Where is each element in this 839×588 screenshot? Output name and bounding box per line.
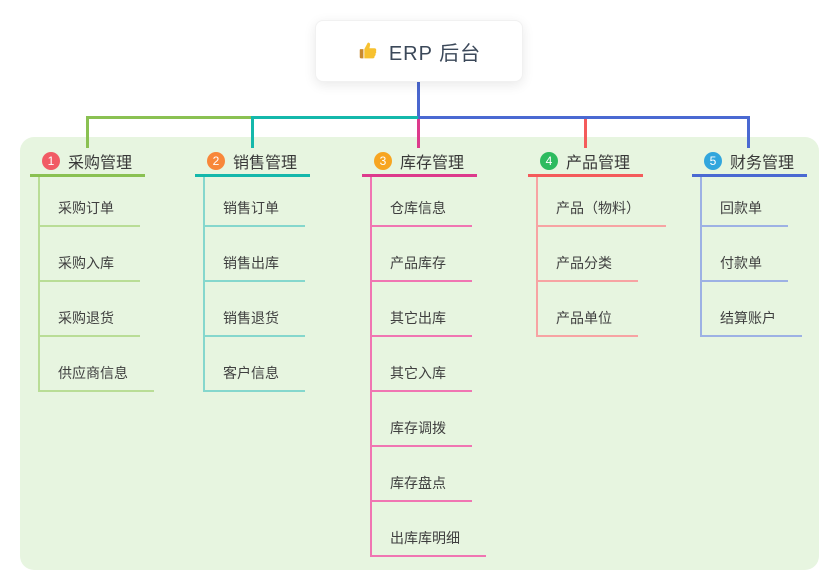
branch-finance: 5 财务管理 回款单 付款单 结算账户 bbox=[692, 147, 807, 337]
child-node[interactable]: 其它入库 bbox=[372, 337, 477, 392]
child-label: 产品（物料） bbox=[538, 198, 666, 227]
branch-children: 产品（物料） 产品分类 产品单位 bbox=[536, 177, 666, 337]
child-node[interactable]: 付款单 bbox=[702, 227, 807, 282]
child-node[interactable]: 出库库明细 bbox=[372, 502, 486, 557]
child-label: 结算账户 bbox=[702, 308, 802, 337]
branches-panel bbox=[20, 137, 819, 570]
child-label: 供应商信息 bbox=[40, 363, 154, 392]
child-label: 产品分类 bbox=[538, 253, 638, 282]
child-label: 仓库信息 bbox=[372, 198, 472, 227]
branch-label: 库存管理 bbox=[400, 154, 465, 172]
child-node[interactable]: 客户信息 bbox=[205, 337, 310, 392]
branch-label: 销售管理 bbox=[233, 154, 298, 172]
connector-drop-branch-2 bbox=[251, 116, 254, 148]
child-node[interactable]: 销售订单 bbox=[205, 177, 310, 227]
connector-drop-branch-4 bbox=[584, 119, 587, 148]
branch-number-badge: 5 bbox=[704, 151, 722, 170]
child-label: 客户信息 bbox=[205, 363, 305, 392]
child-label: 销售订单 bbox=[205, 198, 305, 227]
child-node[interactable]: 库存盘点 bbox=[372, 447, 477, 502]
child-node[interactable]: 产品库存 bbox=[372, 227, 477, 282]
child-label: 库存盘点 bbox=[372, 473, 472, 502]
branch-label: 产品管理 bbox=[566, 154, 631, 172]
child-node[interactable]: 采购退货 bbox=[40, 282, 145, 337]
branch-children: 销售订单 销售出库 销售退货 客户信息 bbox=[203, 177, 310, 392]
child-label: 产品库存 bbox=[372, 253, 472, 282]
child-node[interactable]: 库存调拨 bbox=[372, 392, 477, 447]
child-label: 其它出库 bbox=[372, 308, 472, 337]
branch-header-product[interactable]: 4 产品管理 bbox=[528, 147, 643, 177]
child-node[interactable]: 结算账户 bbox=[702, 282, 807, 337]
child-label: 产品单位 bbox=[538, 308, 638, 337]
branch-number-badge: 4 bbox=[540, 151, 558, 170]
branch-header-finance[interactable]: 5 财务管理 bbox=[692, 147, 807, 177]
branch-purchase: 1 采购管理 采购订单 采购入库 采购退货 供应商信息 bbox=[30, 147, 154, 392]
child-node[interactable]: 采购入库 bbox=[40, 227, 145, 282]
connector-bus-segment-1 bbox=[86, 116, 253, 119]
branch-label: 采购管理 bbox=[68, 154, 133, 172]
child-node[interactable]: 仓库信息 bbox=[372, 177, 477, 227]
branch-header-sales[interactable]: 2 销售管理 bbox=[195, 147, 310, 177]
child-label: 采购入库 bbox=[40, 253, 140, 282]
child-label: 付款单 bbox=[702, 253, 788, 282]
branch-children: 采购订单 采购入库 采购退货 供应商信息 bbox=[38, 177, 154, 392]
child-label: 库存调拨 bbox=[372, 418, 472, 447]
child-node[interactable]: 其它出库 bbox=[372, 282, 477, 337]
connector-root-drop bbox=[417, 82, 420, 117]
branch-number-badge: 3 bbox=[374, 151, 392, 170]
connector-bus-segment-3 bbox=[418, 116, 750, 119]
child-label: 回款单 bbox=[702, 198, 788, 227]
branch-label: 财务管理 bbox=[730, 154, 795, 172]
connector-drop-branch-1 bbox=[86, 116, 89, 148]
child-node[interactable]: 产品单位 bbox=[538, 282, 643, 337]
child-node[interactable]: 采购订单 bbox=[40, 177, 145, 227]
child-node[interactable]: 销售出库 bbox=[205, 227, 310, 282]
child-node[interactable]: 供应商信息 bbox=[40, 337, 154, 392]
thumbs-up-icon bbox=[357, 40, 379, 62]
child-node[interactable]: 产品分类 bbox=[538, 227, 643, 282]
connector-bus-segment-2 bbox=[253, 116, 418, 119]
child-label: 其它入库 bbox=[372, 363, 472, 392]
child-label: 采购退货 bbox=[40, 308, 140, 337]
branch-product: 4 产品管理 产品（物料） 产品分类 产品单位 bbox=[528, 147, 666, 337]
root-label: ERP 后台 bbox=[388, 42, 482, 65]
branch-number-badge: 1 bbox=[42, 151, 60, 170]
connector-drop-branch-5 bbox=[747, 116, 750, 148]
branch-sales: 2 销售管理 销售订单 销售出库 销售退货 客户信息 bbox=[195, 147, 310, 392]
child-node[interactable]: 销售退货 bbox=[205, 282, 310, 337]
child-label: 采购订单 bbox=[40, 198, 140, 227]
branch-header-inventory[interactable]: 3 库存管理 bbox=[362, 147, 477, 177]
child-node[interactable]: 回款单 bbox=[702, 177, 807, 227]
branch-children: 仓库信息 产品库存 其它出库 其它入库 库存调拨 库存盘点 出库库明细 bbox=[370, 177, 486, 557]
branch-inventory: 3 库存管理 仓库信息 产品库存 其它出库 其它入库 库存调拨 库存盘点 bbox=[362, 147, 486, 557]
root-node[interactable]: ERP 后台 bbox=[315, 20, 523, 82]
child-label: 销售出库 bbox=[205, 253, 305, 282]
child-node[interactable]: 产品（物料） bbox=[538, 177, 666, 227]
branch-header-purchase[interactable]: 1 采购管理 bbox=[30, 147, 145, 177]
child-label: 销售退货 bbox=[205, 308, 305, 337]
branch-number-badge: 2 bbox=[207, 151, 225, 170]
child-label: 出库库明细 bbox=[372, 528, 486, 557]
connector-drop-branch-3 bbox=[417, 119, 420, 148]
branch-children: 回款单 付款单 结算账户 bbox=[700, 177, 807, 337]
